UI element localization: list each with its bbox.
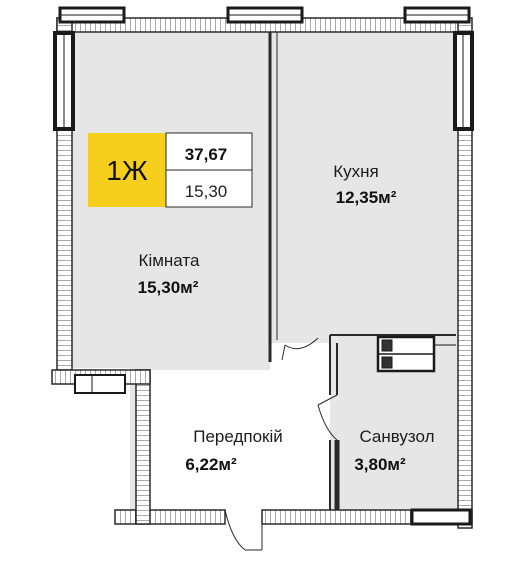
window-bottom-right [410,508,472,526]
room-area-kitchen: 12,35м² [336,188,397,207]
door-swing-kitchen [284,337,319,350]
vent-shaft-2 [381,356,393,369]
wall-left-lower [135,369,151,525]
room-labels: Кухня 12,35м² Кімната 15,30м² Передпокій… [138,162,435,474]
interior-walls [224,32,456,551]
wall-bottom-left [114,509,226,525]
room-name-hallway: Передпокій [193,427,283,446]
badge-type-box [88,133,166,207]
door-swing-bathroom [317,404,338,441]
room-name-kitchen: Кухня [333,162,379,181]
vent-shaft-1 [381,339,393,352]
badge-type-label: 1Ж [106,155,148,186]
room-name-bathroom: Санвузол [359,427,434,446]
windows [53,6,474,526]
vent-block [376,335,456,373]
door-leaf-bathroom [317,394,338,406]
room-area-bathroom: 3,80м² [354,455,406,474]
room-name-room: Кімната [139,251,200,270]
badge-total-area: 37,67 [185,145,228,164]
room-area-room: 15,30м² [138,278,199,297]
window-ledge [74,374,126,394]
apartment-badge: 1Ж 37,67 15,30 [88,132,253,208]
door-leaf-kitchen [281,344,286,361]
door-swing-entrance [224,509,246,551]
badge-living-area: 15,30 [185,182,228,201]
room-area-hallway: 6,22м² [185,455,237,474]
